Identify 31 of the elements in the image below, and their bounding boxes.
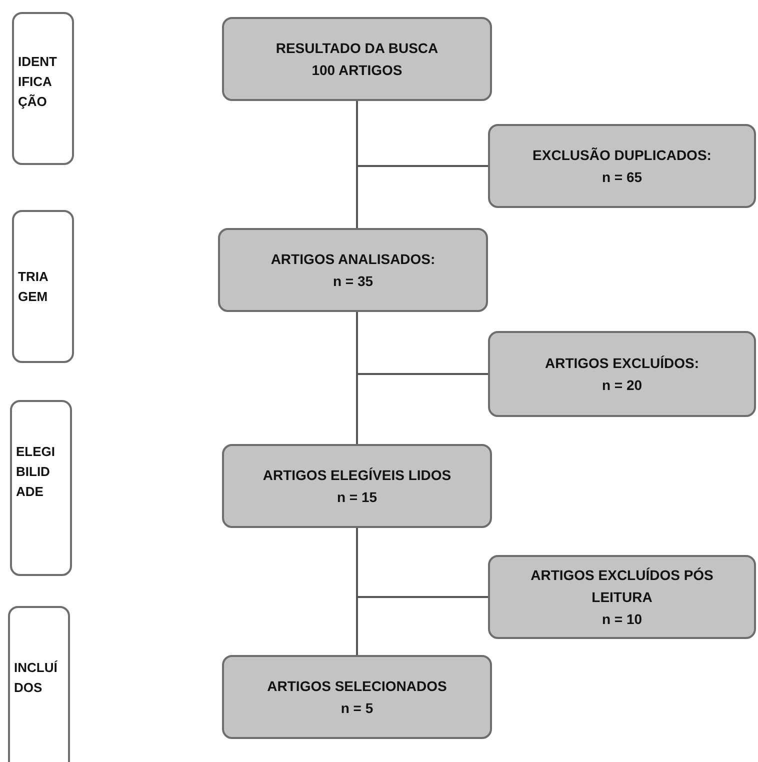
box-text: n = 10 bbox=[602, 610, 642, 629]
process-box bbox=[222, 17, 492, 101]
stage-box bbox=[12, 210, 74, 363]
stage-box bbox=[8, 606, 70, 762]
stage-label: IDENT IFICA ÇÃO bbox=[18, 53, 57, 111]
box-text: n = 15 bbox=[336, 488, 378, 507]
stage-box bbox=[12, 12, 74, 165]
stage-label: ELEGI BILID ADE bbox=[16, 443, 56, 501]
box-text: ARTIGOS SELECIONADOS bbox=[267, 677, 447, 696]
box-text: RESULTADO DA BUSCA bbox=[276, 39, 438, 58]
box-text: n = 35 bbox=[332, 272, 374, 291]
box-text: 100 ARTIGOS bbox=[312, 61, 402, 80]
stage-box bbox=[10, 400, 72, 576]
process-box bbox=[218, 228, 488, 312]
connector-line bbox=[356, 312, 488, 375]
box-text: ARTIGOS ELEGÍVEIS LIDOS bbox=[262, 466, 452, 485]
process-box bbox=[222, 444, 492, 528]
box-text: ARTIGOS EXCLUÍDOS: bbox=[544, 354, 699, 373]
stage-label: INCLUÍ DOS bbox=[14, 659, 58, 697]
box-text: EXCLUSÃO DUPLICADOS: bbox=[532, 146, 712, 165]
process-box bbox=[488, 555, 756, 639]
connector-line bbox=[356, 101, 488, 167]
box-text: ARTIGOS ANALISADOS: bbox=[270, 250, 436, 269]
box-text: n = 65 bbox=[602, 168, 642, 187]
box-text: n = 5 bbox=[340, 699, 374, 718]
box-text: n = 20 bbox=[602, 376, 642, 395]
process-box bbox=[488, 124, 756, 208]
process-box bbox=[488, 331, 756, 417]
process-box bbox=[222, 655, 492, 739]
connector-line bbox=[356, 528, 488, 598]
stage-label: TRIA GEM bbox=[18, 268, 48, 306]
